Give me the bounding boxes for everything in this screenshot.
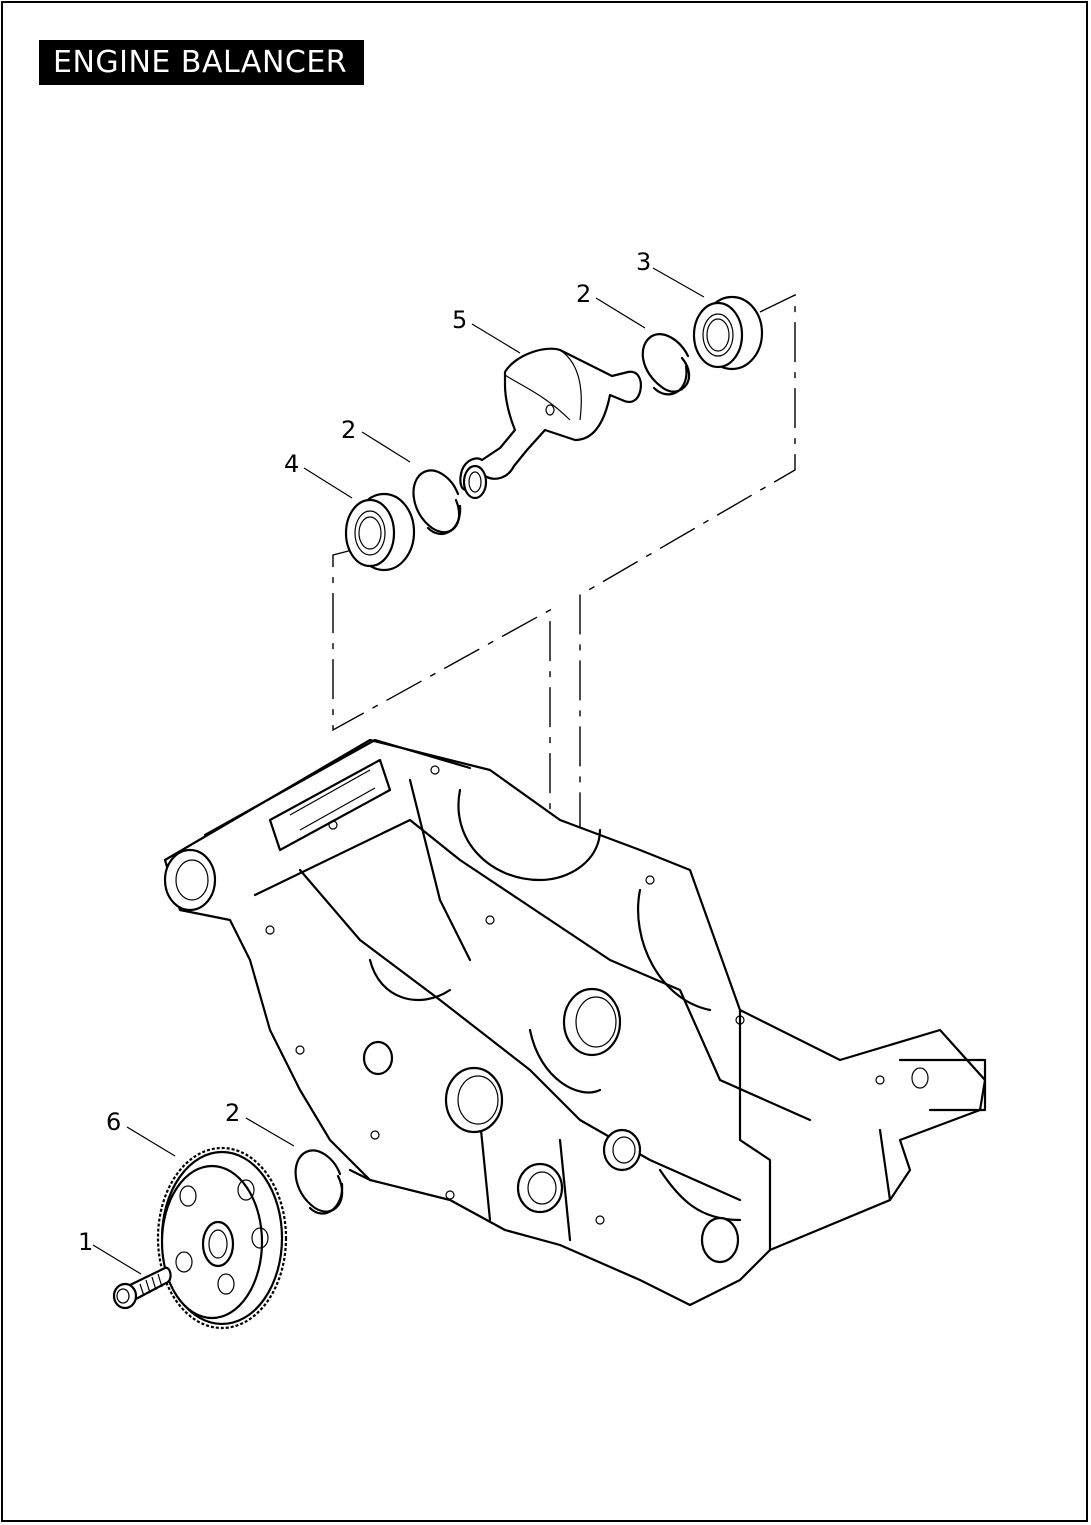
balancer-shaft-5 [459,347,642,500]
bearing-3 [692,295,764,371]
callout-4: 4 [284,450,299,478]
callouts: 3 2 5 2 4 2 6 1 [78,248,651,1256]
bolt-1 [112,1266,172,1310]
callout-3: 3 [636,248,651,276]
balancer-gear-6 [156,1146,288,1330]
callout-6: 6 [106,1108,121,1136]
callout-2-lower: 2 [225,1099,240,1127]
callout-2-middle: 2 [341,416,356,444]
crankcase [163,738,987,1307]
retaining-ring-2-upper [641,333,690,396]
diagram-title: ENGINE BALANCER [39,40,364,85]
retaining-ring-2-lower [294,1149,344,1215]
alignment-lines [332,293,796,1000]
retaining-ring-2-middle [412,469,462,535]
bearing-4 [344,492,416,572]
callout-5: 5 [452,306,467,334]
callout-2-upper: 2 [576,280,591,308]
callout-1: 1 [78,1228,93,1256]
leader-lines [92,267,705,1275]
